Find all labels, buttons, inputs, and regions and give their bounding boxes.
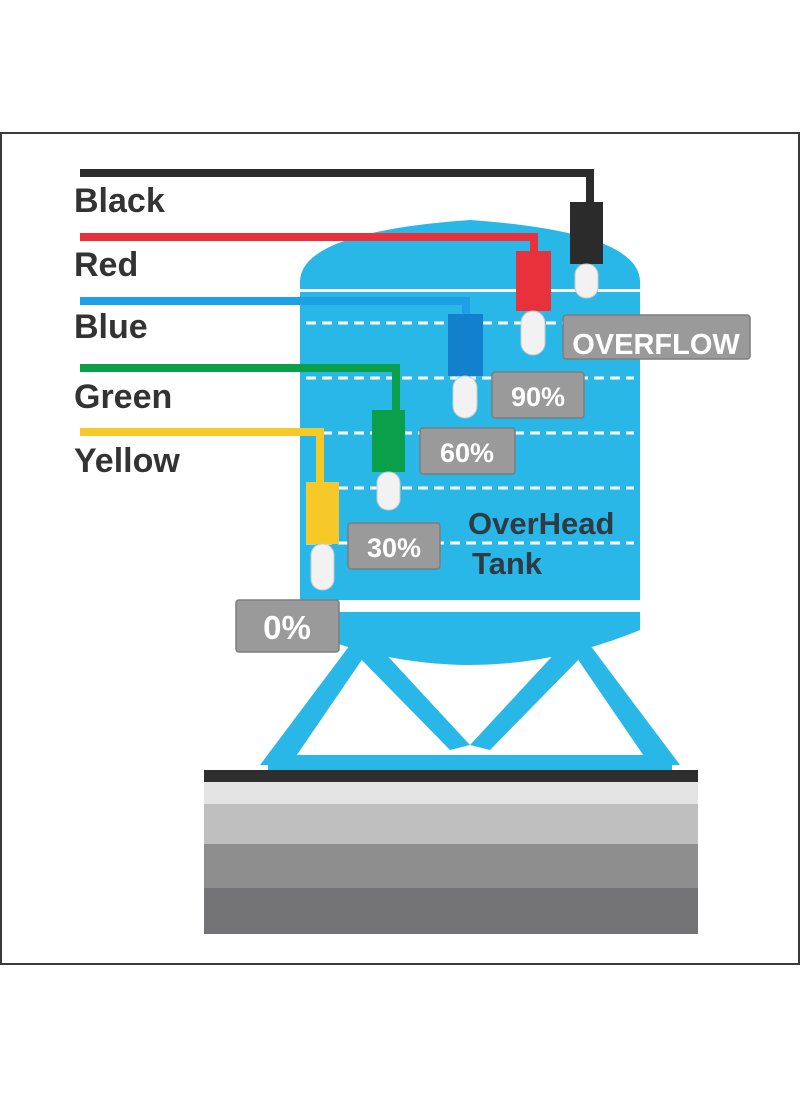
wires: [80, 169, 594, 486]
sensor-overflow: [570, 202, 603, 299]
sensors: [306, 202, 603, 591]
wire-yellow: [80, 428, 324, 486]
ground: [204, 770, 698, 934]
sensor-60: [448, 314, 483, 419]
wire-label-blue: Blue: [74, 308, 148, 346]
label-60: 60%: [440, 438, 494, 468]
wire-green: [80, 364, 400, 412]
tank-label-line2: Tank: [472, 546, 543, 581]
label-90: 90%: [511, 382, 565, 412]
wire-label-green: Green: [74, 378, 172, 416]
wire-label-black: Black: [74, 182, 165, 220]
sensor-30: [372, 410, 405, 511]
level-labels: OVERFLOW 90% 60% 30% 0%: [235, 314, 751, 653]
tank: [260, 220, 680, 770]
wire-label-red: Red: [74, 246, 138, 284]
tank-label: OverHead Tank: [468, 506, 614, 581]
wire-labels: Black Red Blue Green Yellow: [74, 182, 180, 480]
sensor-0: [306, 482, 339, 591]
label-0: 0%: [263, 609, 311, 646]
wire-black: [80, 169, 594, 205]
label-overflow: OVERFLOW: [572, 329, 740, 361]
wire-red: [80, 233, 538, 257]
label-30: 30%: [367, 533, 421, 563]
tank-label-line1: OverHead: [468, 506, 614, 541]
wire-blue: [80, 297, 470, 318]
sensor-90: [516, 251, 551, 356]
wire-label-yellow: Yellow: [74, 442, 180, 480]
